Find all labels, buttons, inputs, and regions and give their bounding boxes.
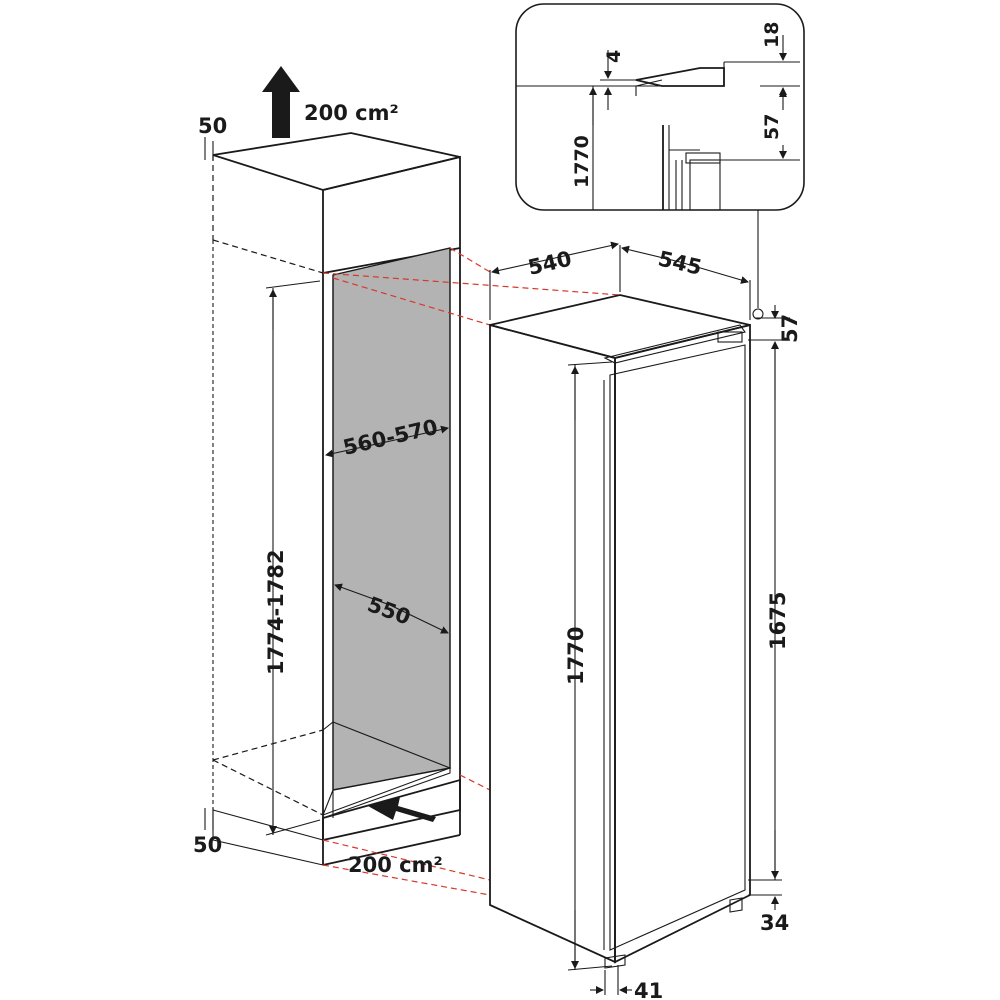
bottom-airflow-arrow-icon	[368, 797, 436, 822]
cabinet-niche	[204, 66, 461, 866]
door-bottom-offset-label: 34	[760, 911, 789, 935]
detail-inset	[515, 3, 805, 211]
detail-top-label: 18	[761, 22, 783, 48]
appliance-top-offset-label: 57	[778, 314, 802, 343]
detail-side-label: 57	[761, 114, 783, 140]
appliance-width-label: 540	[526, 247, 574, 280]
door-height-label: 1675	[766, 592, 790, 650]
projection-lines	[322, 247, 621, 896]
bottom-gap-label: 50	[193, 833, 222, 857]
bottom-vent-area-label: 200 cm²	[348, 853, 443, 877]
appliance-door	[614, 323, 751, 964]
appliance-top	[489, 294, 751, 359]
top-gap-label: 50	[198, 114, 227, 138]
top-airflow-arrow-icon	[262, 66, 300, 138]
upper-cabinet-top	[212, 132, 461, 191]
top-vent-area-label: 200 cm²	[304, 101, 399, 125]
plinth-offset-label: 41	[634, 979, 663, 1000]
detail-gap-label: 4	[603, 50, 625, 63]
niche-height-label: 1774-1782	[264, 549, 288, 675]
detail-height-label: 1770	[571, 135, 593, 188]
appliance-height-label: 1770	[564, 627, 588, 685]
detail-frame	[515, 3, 805, 211]
appliance-depth-label: 545	[656, 246, 704, 279]
appliance	[489, 208, 790, 995]
niche-back-panel	[332, 247, 451, 791]
appliance-side	[489, 323, 616, 964]
